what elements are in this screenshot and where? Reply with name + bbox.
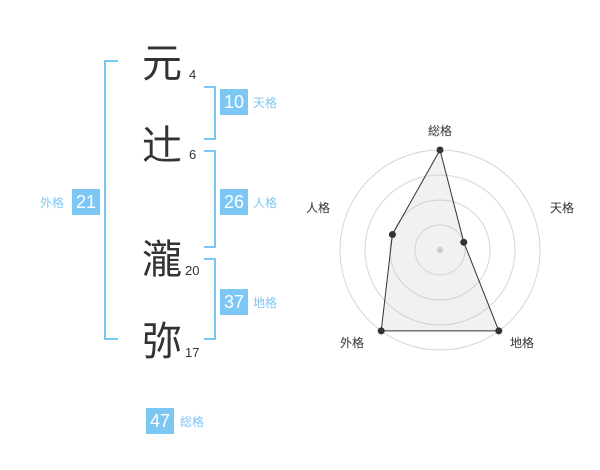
radar-grid-ring [389,199,491,301]
name-char-3: 瀧 [142,237,182,283]
gai-kaku-value: 21 [72,189,100,215]
stroke-count-1: 4 [189,67,197,82]
stroke-count-2: 6 [189,147,197,162]
sou-kaku-label: 総格 [180,415,205,429]
radar-label-sou: 総格 [428,124,453,138]
radar-point-2 [460,238,468,246]
radar-label-jin: 人格 [306,201,331,215]
stroke-count-4: 17 [185,345,200,360]
radar-point-4 [377,327,385,335]
name-char-2: 辻 [142,123,182,169]
radar-series-polygon [380,148,500,332]
chi-kaku-value: 37 [220,289,248,315]
ten-bracket [204,86,216,140]
chi-kaku-label: 地格 [253,296,278,310]
radar-label-gai: 外格 [340,336,365,350]
radar-center-dot [437,247,443,253]
radar-grid-ring [414,224,466,276]
chi-bracket [204,258,216,340]
jin-bracket [204,150,216,248]
radar-point-5 [388,231,396,239]
jin-kaku-label: 人格 [253,196,278,210]
ten-kaku-value: 10 [220,89,248,115]
outer-bracket [104,60,118,340]
stroke-count-3: 20 [185,263,200,278]
name-char-4: 弥 [142,319,182,365]
radar-label-ten: 天格 [550,201,575,215]
radar-point-3 [495,327,503,335]
radar-point-1 [436,146,444,154]
name-char-1: 元 [142,41,182,87]
radar-grid-ring [364,174,516,326]
gai-kaku-label: 外格 [40,196,65,210]
jin-kaku-value: 26 [220,189,248,215]
ten-kaku-label: 天格 [253,96,278,110]
radar-label-chi: 地格 [510,336,535,350]
sou-kaku-value: 47 [146,408,174,434]
